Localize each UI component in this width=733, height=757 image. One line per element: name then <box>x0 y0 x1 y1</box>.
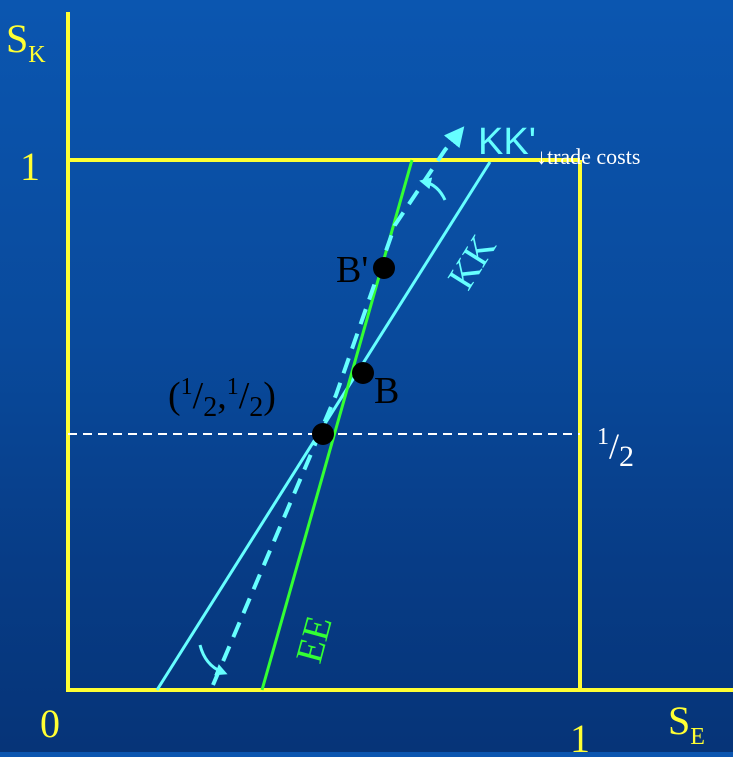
point-b <box>352 362 374 384</box>
point-b-prime <box>373 257 395 279</box>
x-tick-one: 1 <box>570 716 590 752</box>
kk-prime-label: KK'↓trade costs <box>478 121 640 169</box>
x-axis-label: SE <box>668 698 705 750</box>
half-label: 1/2 <box>597 424 634 473</box>
origin-label: 0 <box>40 701 60 746</box>
center-point-label: (1/2,1/2) <box>168 374 276 423</box>
ee-label: EE <box>288 612 341 668</box>
rotation-arrow-top <box>419 177 447 201</box>
y-axis-label: SK <box>6 16 46 68</box>
point-b-prime-label: B' <box>336 249 368 291</box>
point-center <box>312 423 334 445</box>
kk-prime-dashed-line <box>211 126 465 686</box>
point-b-label: B <box>374 370 399 412</box>
y-tick-one: 1 <box>20 144 40 189</box>
rotation-arrow-bottom <box>198 644 228 676</box>
kk-label: KK <box>440 227 505 296</box>
